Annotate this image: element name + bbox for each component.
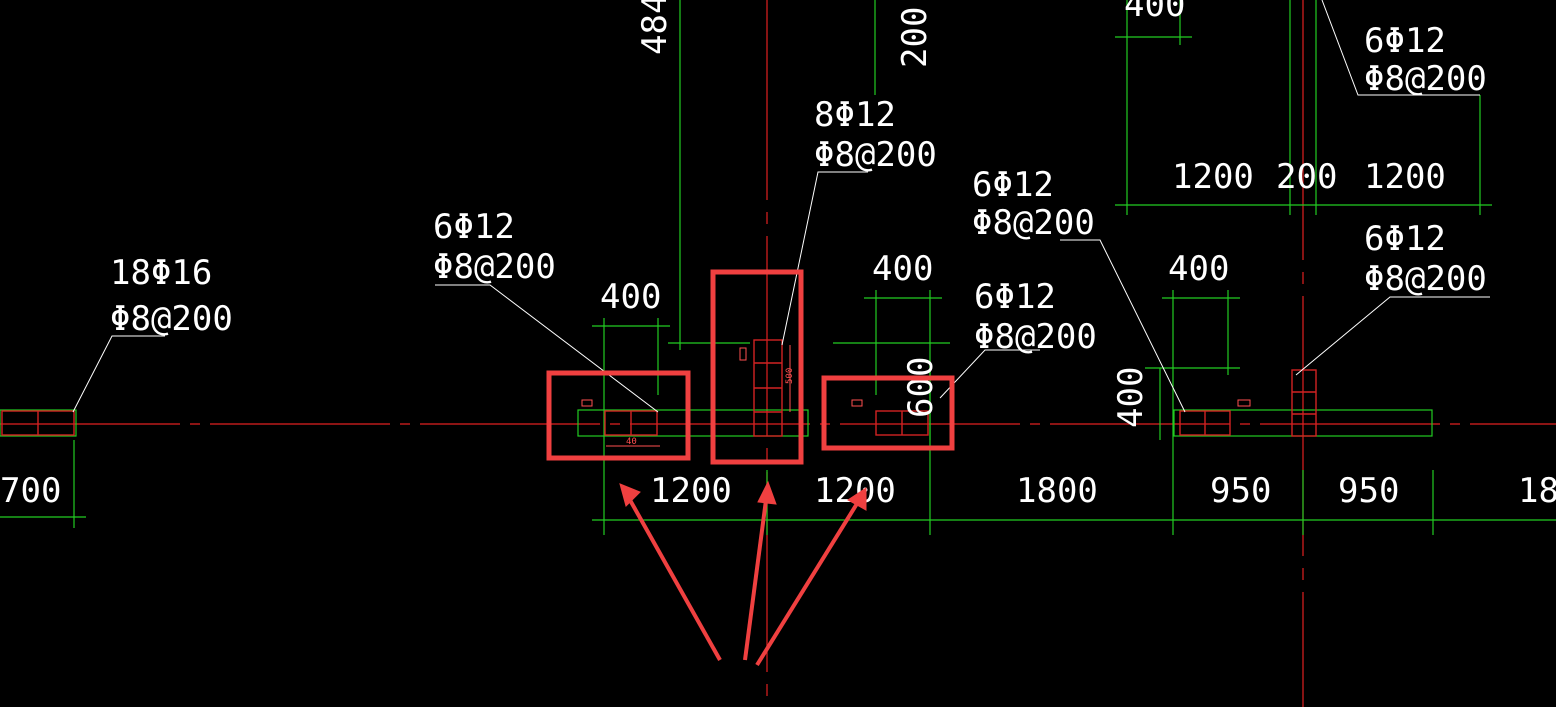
label-l18-rebar: 18Φ16 — [110, 253, 212, 293]
label-dim-400-c: 400 — [1168, 249, 1229, 289]
label-dim-1200-b: 1200 — [1364, 157, 1446, 197]
dimension-lines — [0, 0, 1556, 535]
arrow-right-shaft — [755, 500, 860, 667]
highlight-boxes — [546, 269, 955, 465]
label-dim-200: 200 — [1276, 157, 1337, 197]
column-left-edge — [1, 410, 75, 436]
label-dim-1200-a: 1200 — [1172, 157, 1254, 197]
label-bot-950-b: 950 — [1338, 471, 1399, 511]
column-center — [753, 339, 783, 437]
column-mid-right — [875, 410, 929, 436]
arrow-left-head — [619, 483, 641, 507]
label-top-484: 484 — [635, 0, 675, 55]
label-c8-rebar: 8Φ12 — [814, 95, 896, 135]
label-c8-stirrup: Φ8@200 — [814, 135, 937, 175]
small-label-40: 40 — [626, 437, 637, 447]
column-left-mid — [604, 410, 658, 436]
label-rr-stirrup: Φ8@200 — [1364, 259, 1487, 299]
arrow-left-shaft — [628, 499, 722, 661]
highlight-box-right — [821, 375, 955, 451]
annotation-arrows — [619, 480, 867, 667]
column-right-a — [1179, 410, 1231, 436]
label-bot-700: 700 — [0, 471, 61, 511]
label-top-400: 400 — [1124, 0, 1185, 25]
label-bot-1800: 1800 — [1016, 471, 1098, 511]
arrow-center-shaft — [743, 499, 768, 661]
label-dim-400-a: 400 — [600, 277, 661, 317]
label-r6-stirrup: Φ8@200 — [972, 203, 1095, 243]
label-bot-180: 180 — [1518, 471, 1556, 511]
small-markers — [581, 345, 1251, 447]
label-rr-rebar: 6Φ12 — [1364, 219, 1446, 259]
arrow-right-head — [847, 487, 867, 511]
column-sections — [1, 339, 1317, 437]
highlight-box-center — [710, 269, 804, 465]
label-mr-stirrup: Φ8@200 — [974, 317, 1097, 357]
highlight-box-left — [546, 370, 691, 461]
label-dim-600: 600 — [901, 357, 941, 418]
label-bot-1200-a: 1200 — [650, 471, 732, 511]
text-labels: 484 200 400 6Φ12 Φ8@200 8Φ12 Φ8@200 1200… — [0, 0, 1556, 511]
label-lm-stirrup: Φ8@200 — [433, 247, 556, 287]
label-r6-rebar: 6Φ12 — [972, 165, 1054, 205]
column-right-b — [1291, 369, 1317, 437]
label-dim-400-b: 400 — [872, 249, 933, 289]
label-tr-stirrup: Φ8@200 — [1364, 59, 1487, 99]
arrow-center-head — [757, 480, 777, 505]
label-lm-rebar: 6Φ12 — [433, 207, 515, 247]
small-label-500: 500 — [785, 368, 795, 384]
label-bot-950-a: 950 — [1210, 471, 1271, 511]
leader-lines — [72, 0, 1490, 413]
label-mr-rebar: 6Φ12 — [974, 277, 1056, 317]
label-l18-stirrup: Φ8@200 — [110, 299, 233, 339]
label-top-200: 200 — [895, 7, 935, 68]
label-dim-400-v: 400 — [1111, 367, 1151, 428]
label-tr-rebar: 6Φ12 — [1364, 21, 1446, 61]
